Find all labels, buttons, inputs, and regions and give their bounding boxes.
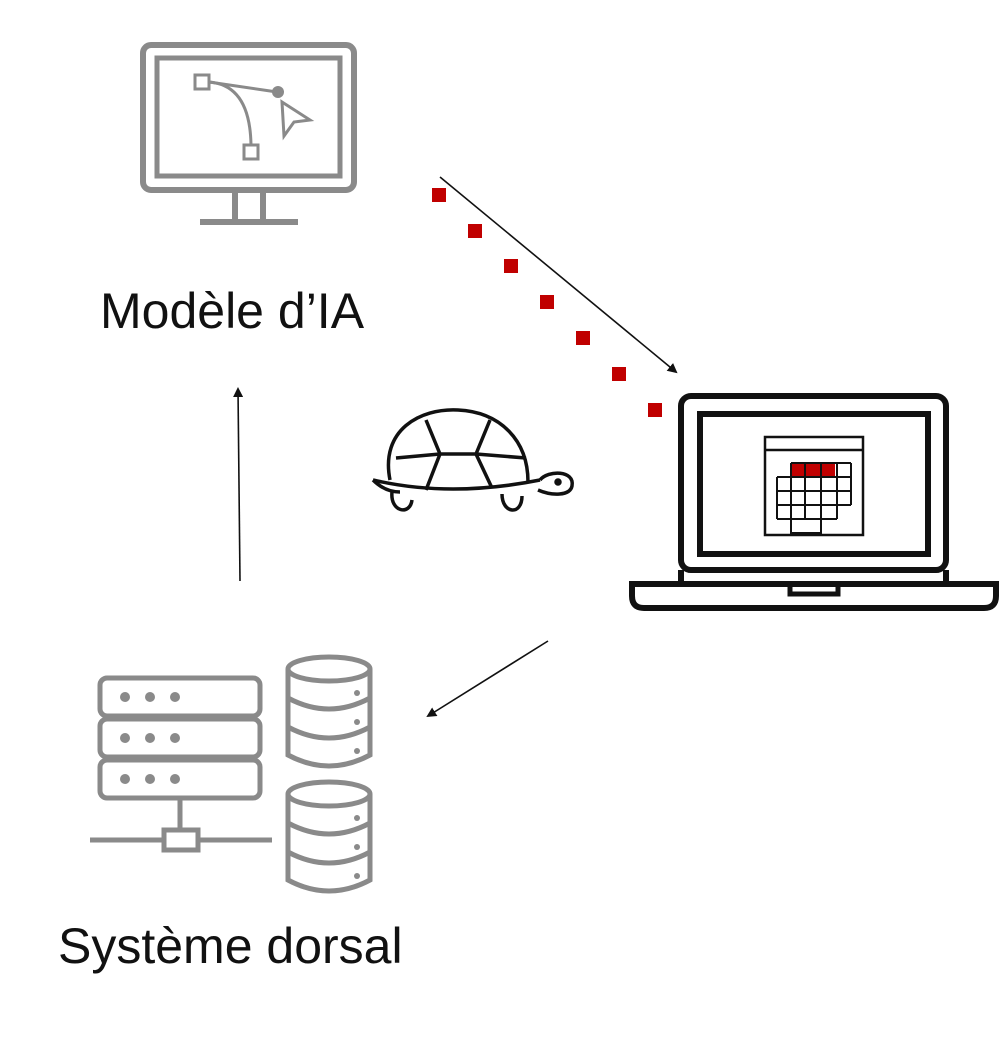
laptop-calendar-icon <box>629 393 999 611</box>
arrow-laptop-to-backend <box>426 640 549 718</box>
turtle-icon <box>371 408 574 512</box>
red-data-dots <box>432 188 662 417</box>
arrow-ai-to-laptop <box>439 176 678 374</box>
server-database-icon <box>90 654 373 894</box>
calendar-icon <box>763 435 865 537</box>
arrow-backend-to-ai <box>233 387 244 582</box>
design-monitor-icon <box>140 42 357 225</box>
backend-label: Système dorsal <box>58 918 403 974</box>
ai-model-label: Modèle d’IA <box>100 283 365 339</box>
